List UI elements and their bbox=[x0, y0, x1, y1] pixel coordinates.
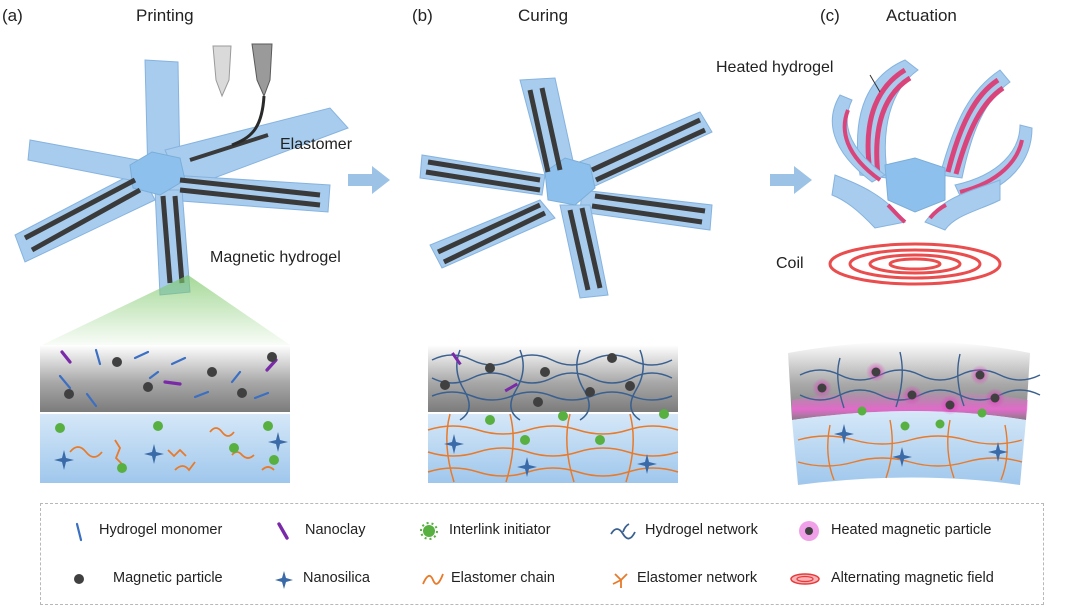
legend-label: Elastomer network bbox=[637, 570, 758, 586]
panel-a-tag: (a) bbox=[2, 6, 23, 25]
panel-a-title: Printing bbox=[136, 6, 194, 25]
nanosilica-icon bbox=[275, 571, 293, 589]
legend-label: Nanosilica bbox=[303, 570, 370, 586]
legend-label: Alternating magnetic field bbox=[831, 570, 994, 586]
legend-label: Hydrogel monomer bbox=[99, 522, 223, 538]
arrow-b-to-c bbox=[770, 166, 812, 194]
micro-curing bbox=[427, 345, 679, 483]
panel-c-title: Actuation bbox=[886, 6, 957, 25]
legend-label: Heated magnetic particle bbox=[831, 522, 992, 538]
hydrogel-network-icon bbox=[610, 523, 636, 540]
hydrogel-monomer-icon bbox=[75, 522, 83, 542]
legend: Hydrogel monomer Nanoclay Interlink init… bbox=[40, 503, 1044, 605]
printing-star bbox=[14, 43, 349, 345]
label-heated-hydrogel: Heated hydrogel bbox=[716, 59, 834, 76]
label-elastomer: Elastomer bbox=[280, 136, 353, 153]
heated-magnetic-particle-icon bbox=[799, 521, 819, 541]
label-coil: Coil bbox=[776, 255, 804, 272]
micro-actuation bbox=[788, 341, 1041, 485]
interlink-initiator-icon bbox=[420, 522, 438, 540]
legend-label: Nanoclay bbox=[305, 522, 366, 538]
panel-b-title: Curing bbox=[518, 6, 569, 25]
elastomer-chain-icon bbox=[422, 573, 444, 585]
alternating-magnetic-field-icon bbox=[790, 573, 820, 585]
arrow-a-to-b bbox=[348, 166, 390, 194]
magnetic-particle-icon bbox=[74, 574, 84, 584]
label-magnetic-hydrogel: Magnetic hydrogel bbox=[210, 249, 341, 266]
legend-label: Interlink initiator bbox=[449, 522, 551, 538]
curing-star bbox=[419, 77, 713, 299]
legend-label: Hydrogel network bbox=[645, 522, 758, 538]
nanoclay-icon bbox=[277, 522, 289, 540]
schematic-artwork bbox=[14, 43, 1041, 485]
actuated-flower bbox=[828, 59, 1033, 286]
elastomer-network-icon bbox=[612, 573, 628, 588]
panel-c-tag: (c) bbox=[820, 6, 840, 25]
panel-b-tag: (b) bbox=[412, 6, 433, 25]
legend-label: Elastomer chain bbox=[451, 570, 555, 586]
legend-label: Magnetic particle bbox=[113, 570, 223, 586]
micro-printing bbox=[40, 345, 290, 483]
